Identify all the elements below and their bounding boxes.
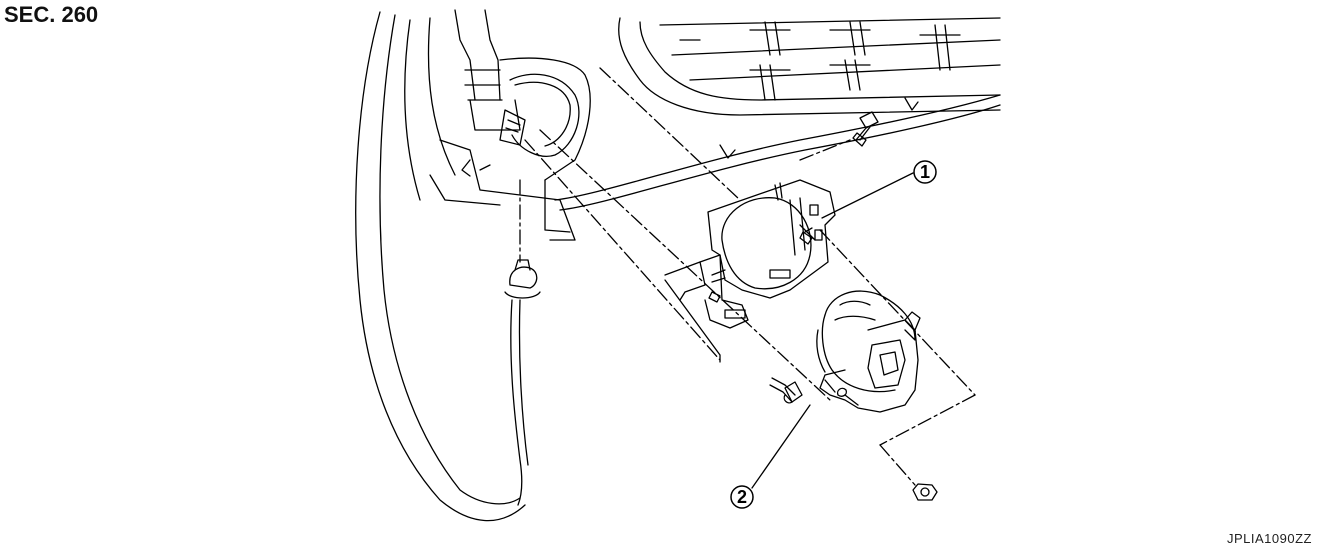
bumper-fascia xyxy=(355,11,529,522)
front-grille xyxy=(618,17,1001,116)
fog-lamp-assembly xyxy=(816,290,921,413)
callout-1: 1 xyxy=(821,160,937,219)
stud-icon xyxy=(708,231,813,303)
clip-icon xyxy=(504,259,541,299)
lower-bumper-edge xyxy=(554,94,1001,211)
callout-2-label: 2 xyxy=(737,487,747,507)
figure-code: JPLIA1090ZZ xyxy=(1227,531,1312,546)
alignment-lines xyxy=(519,67,976,486)
callout-1-label: 1 xyxy=(920,162,930,182)
callout-2: 2 xyxy=(730,404,811,509)
bolt-icon xyxy=(769,377,803,404)
nut-icon xyxy=(912,483,938,501)
fog-lamp-bracket xyxy=(664,179,836,363)
section-label: SEC. 260 xyxy=(4,2,99,27)
lamp-housing-opening xyxy=(429,9,591,241)
screw-icon xyxy=(852,111,879,147)
